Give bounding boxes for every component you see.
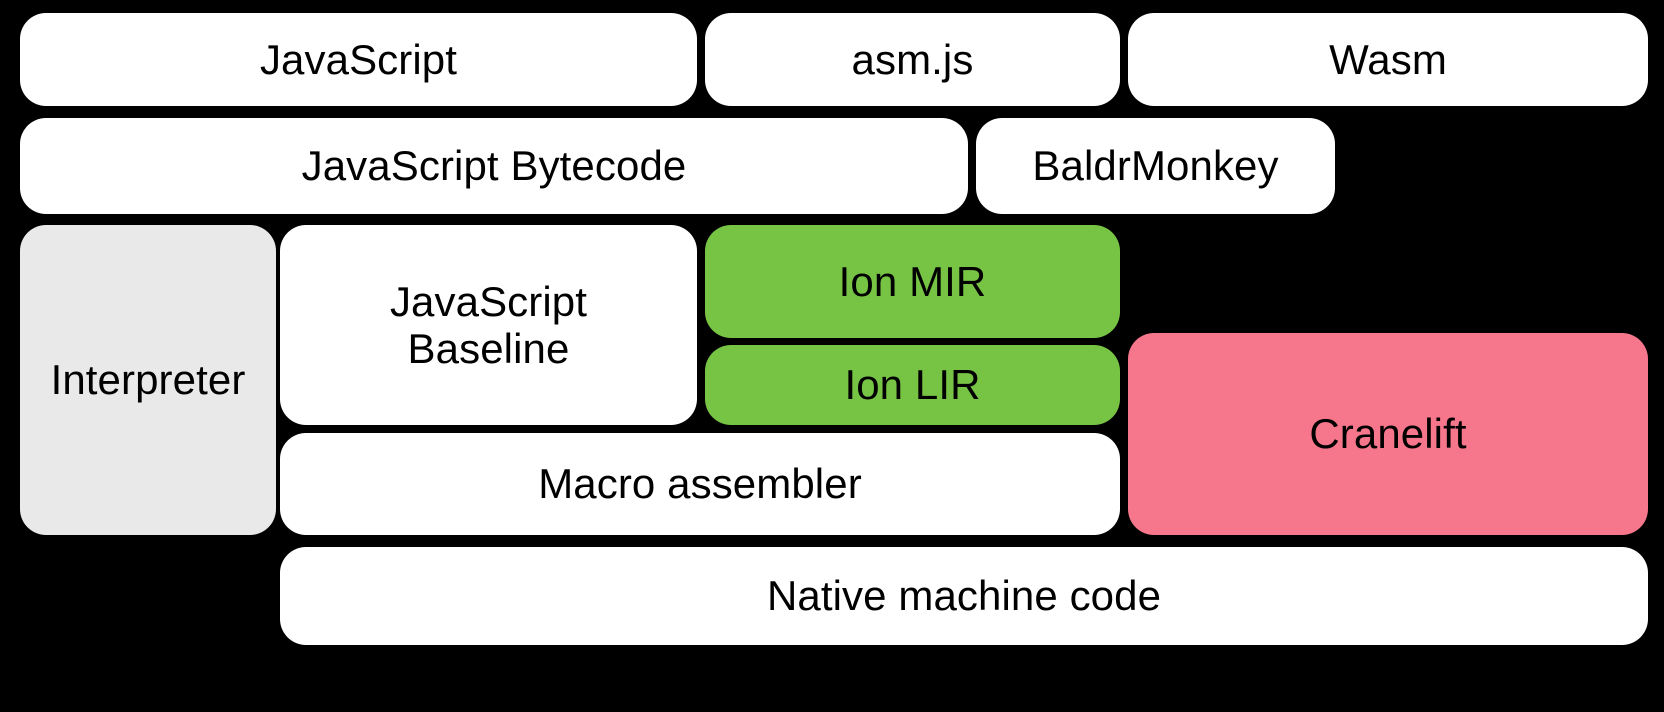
node-interpreter: Interpreter — [20, 225, 276, 535]
node-baldrmonkey: BaldrMonkey — [976, 118, 1335, 214]
node-asm-js: asm.js — [705, 13, 1120, 106]
node-javascript-bytecode: JavaScript Bytecode — [20, 118, 968, 214]
node-ion-mir: Ion MIR — [705, 225, 1120, 338]
node-macro-assembler: Macro assembler — [280, 433, 1120, 535]
node-native-machine-code: Native machine code — [280, 547, 1648, 645]
node-javascript-baseline: JavaScript Baseline — [280, 225, 697, 425]
node-wasm: Wasm — [1128, 13, 1648, 106]
node-javascript: JavaScript — [20, 13, 697, 106]
node-cranelift: Cranelift — [1128, 333, 1648, 535]
node-ion-lir: Ion LIR — [705, 345, 1120, 425]
